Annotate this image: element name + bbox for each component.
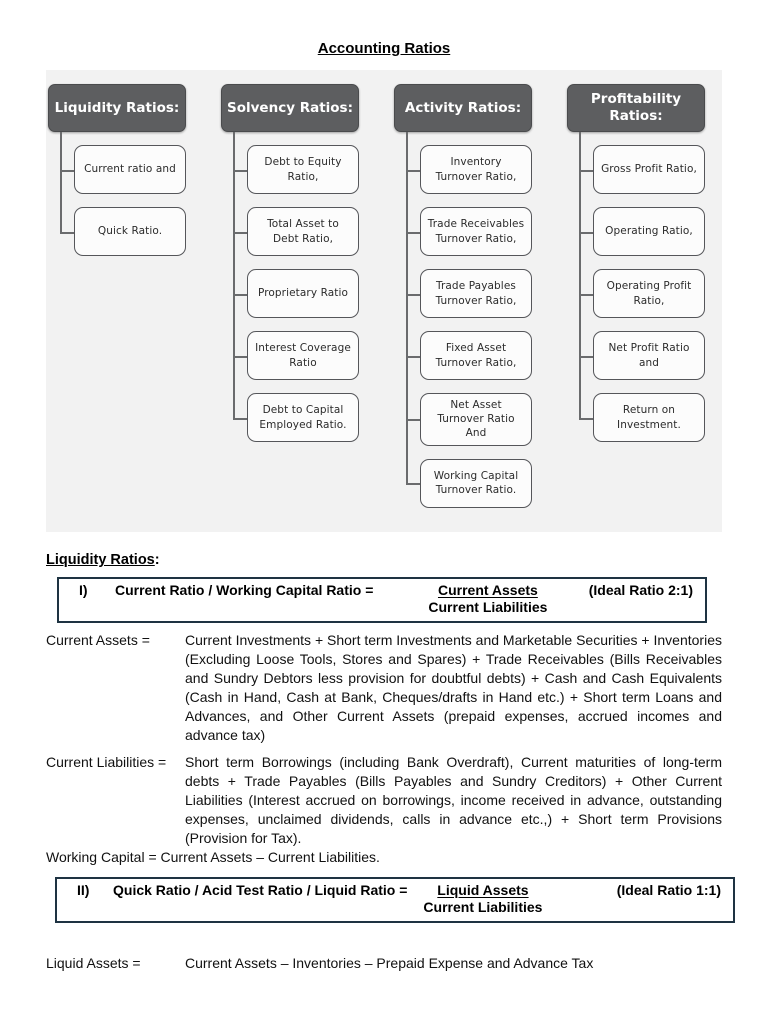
formula-fraction: Current Assets Current Liabilities xyxy=(428,582,547,616)
list-item: Proprietary Ratio xyxy=(233,269,359,318)
list-item: Inventory Turnover Ratio, xyxy=(406,145,532,194)
ideal-ratio-note: (Ideal Ratio 2:1) xyxy=(588,582,693,598)
definition-current-liabilities: Current Liabilities = Short term Borrowi… xyxy=(46,753,722,848)
profitability-column-header: Profitability Ratios: xyxy=(567,84,705,132)
definition-text: Current Assets – Inventories – Prepaid E… xyxy=(185,955,594,971)
list-item: Net Profit Ratio and xyxy=(579,331,705,380)
ratio-box-working-capital-turnover: Working Capital Turnover Ratio. xyxy=(420,458,532,508)
diagram-column-activity: Activity Ratios: Inventory Turnover Rati… xyxy=(394,84,532,518)
list-item: Total Asset to Debt Ratio, xyxy=(233,207,359,256)
list-item: Trade Payables Turnover Ratio, xyxy=(406,269,532,318)
ratio-box-current-ratio: Current ratio and xyxy=(74,145,186,194)
accounting-ratios-diagram: Liquidity Ratios: Current ratio and Quic… xyxy=(46,70,722,532)
formula-box-quick-ratio: II) Quick Ratio / Acid Test Ratio / Liqu… xyxy=(55,877,735,923)
formula-box-current-ratio: I) Current Ratio / Working Capital Ratio… xyxy=(57,577,707,623)
fraction-numerator: Current Assets xyxy=(437,582,538,598)
list-item: Quick Ratio. xyxy=(60,207,186,256)
definition-label: Liquid Assets = xyxy=(46,955,141,971)
fraction-denominator: Current Liabilities xyxy=(423,899,543,915)
list-item: Gross Profit Ratio, xyxy=(579,145,705,194)
formula-numeral: II) xyxy=(77,882,90,898)
formula-title: Current Ratio / Working Capital Ratio = xyxy=(115,582,374,598)
fraction-denominator: Current Liabilities xyxy=(428,599,548,615)
list-item: Interest Coverage Ratio xyxy=(233,331,359,380)
page-title: Accounting Ratios xyxy=(317,40,451,57)
formula-fraction: Liquid Assets Current Liabilities xyxy=(423,882,542,916)
connector-line xyxy=(579,132,581,418)
list-item: Working Capital Turnover Ratio. xyxy=(406,458,532,508)
list-item: Return on Investment. xyxy=(579,393,705,442)
ratio-box-operating: Operating Ratio, xyxy=(593,207,705,256)
ideal-ratio-note: (Ideal Ratio 1:1) xyxy=(616,882,721,898)
ratio-box-debt-to-capital-employed: Debt to Capital Employed Ratio. xyxy=(247,393,359,442)
list-item: Fixed Asset Turnover Ratio, xyxy=(406,331,532,380)
list-item: Net Asset Turnover Ratio And xyxy=(406,393,532,446)
ratio-box-return-on-investment: Return on Investment. xyxy=(593,393,705,442)
working-capital-line: Working Capital = Current Assets – Curre… xyxy=(46,849,380,865)
formula-title: Quick Ratio / Acid Test Ratio / Liquid R… xyxy=(113,882,408,898)
liquidity-column-header: Liquidity Ratios: xyxy=(48,84,186,132)
connector-line xyxy=(233,132,235,418)
connector-line xyxy=(60,132,62,232)
fraction-numerator: Liquid Assets xyxy=(437,882,529,898)
ratio-box-total-asset-to-debt: Total Asset to Debt Ratio, xyxy=(247,207,359,256)
ratio-box-interest-coverage: Interest Coverage Ratio xyxy=(247,331,359,380)
section-heading-liquidity-ratios: Liquidity Ratios: xyxy=(46,552,722,568)
ratio-box-net-asset-turnover: Net Asset Turnover Ratio And xyxy=(420,393,532,446)
section-heading-text: Liquidity Ratios xyxy=(46,552,155,568)
solvency-column-header: Solvency Ratios: xyxy=(221,84,359,132)
diagram-column-liquidity: Liquidity Ratios: Current ratio and Quic… xyxy=(48,84,186,518)
ratio-box-proprietary: Proprietary Ratio xyxy=(247,269,359,318)
ratio-box-trade-receivables-turnover: Trade Receivables Turnover Ratio, xyxy=(420,207,532,256)
list-item: Operating Ratio, xyxy=(579,207,705,256)
activity-column-header: Activity Ratios: xyxy=(394,84,532,132)
definition-current-assets: Current Assets = Current Investments + S… xyxy=(46,631,722,745)
definition-label: Current Liabilities = xyxy=(46,754,167,770)
definition-text: Current Investments + Short term Investm… xyxy=(185,632,722,743)
diagram-column-profitability: Profitability Ratios: Gross Profit Ratio… xyxy=(567,84,705,518)
ratio-box-quick-ratio: Quick Ratio. xyxy=(74,207,186,256)
list-item: Trade Receivables Turnover Ratio, xyxy=(406,207,532,256)
definition-text: Short term Borrowings (including Bank Ov… xyxy=(185,754,722,846)
definition-liquid-assets: Liquid Assets = Current Assets – Invento… xyxy=(46,954,722,973)
ratio-box-trade-payables-turnover: Trade Payables Turnover Ratio, xyxy=(420,269,532,318)
ratio-box-inventory-turnover: Inventory Turnover Ratio, xyxy=(420,145,532,194)
connector-line xyxy=(406,132,408,484)
list-item: Current ratio and xyxy=(60,145,186,194)
ratio-box-net-profit: Net Profit Ratio and xyxy=(593,331,705,380)
list-item: Debt to Equity Ratio, xyxy=(233,145,359,194)
ratio-box-fixed-asset-turnover: Fixed Asset Turnover Ratio, xyxy=(420,331,532,380)
list-item: Operating Profit Ratio, xyxy=(579,269,705,318)
list-item: Debt to Capital Employed Ratio. xyxy=(233,393,359,442)
diagram-column-solvency: Solvency Ratios: Debt to Equity Ratio, T… xyxy=(221,84,359,518)
ratio-box-gross-profit: Gross Profit Ratio, xyxy=(593,145,705,194)
formula-numeral: I) xyxy=(79,582,88,598)
ratio-box-debt-to-equity: Debt to Equity Ratio, xyxy=(247,145,359,194)
section-heading-colon: : xyxy=(154,552,160,568)
ratio-box-operating-profit: Operating Profit Ratio, xyxy=(593,269,705,318)
definition-label: Current Assets = xyxy=(46,632,150,648)
